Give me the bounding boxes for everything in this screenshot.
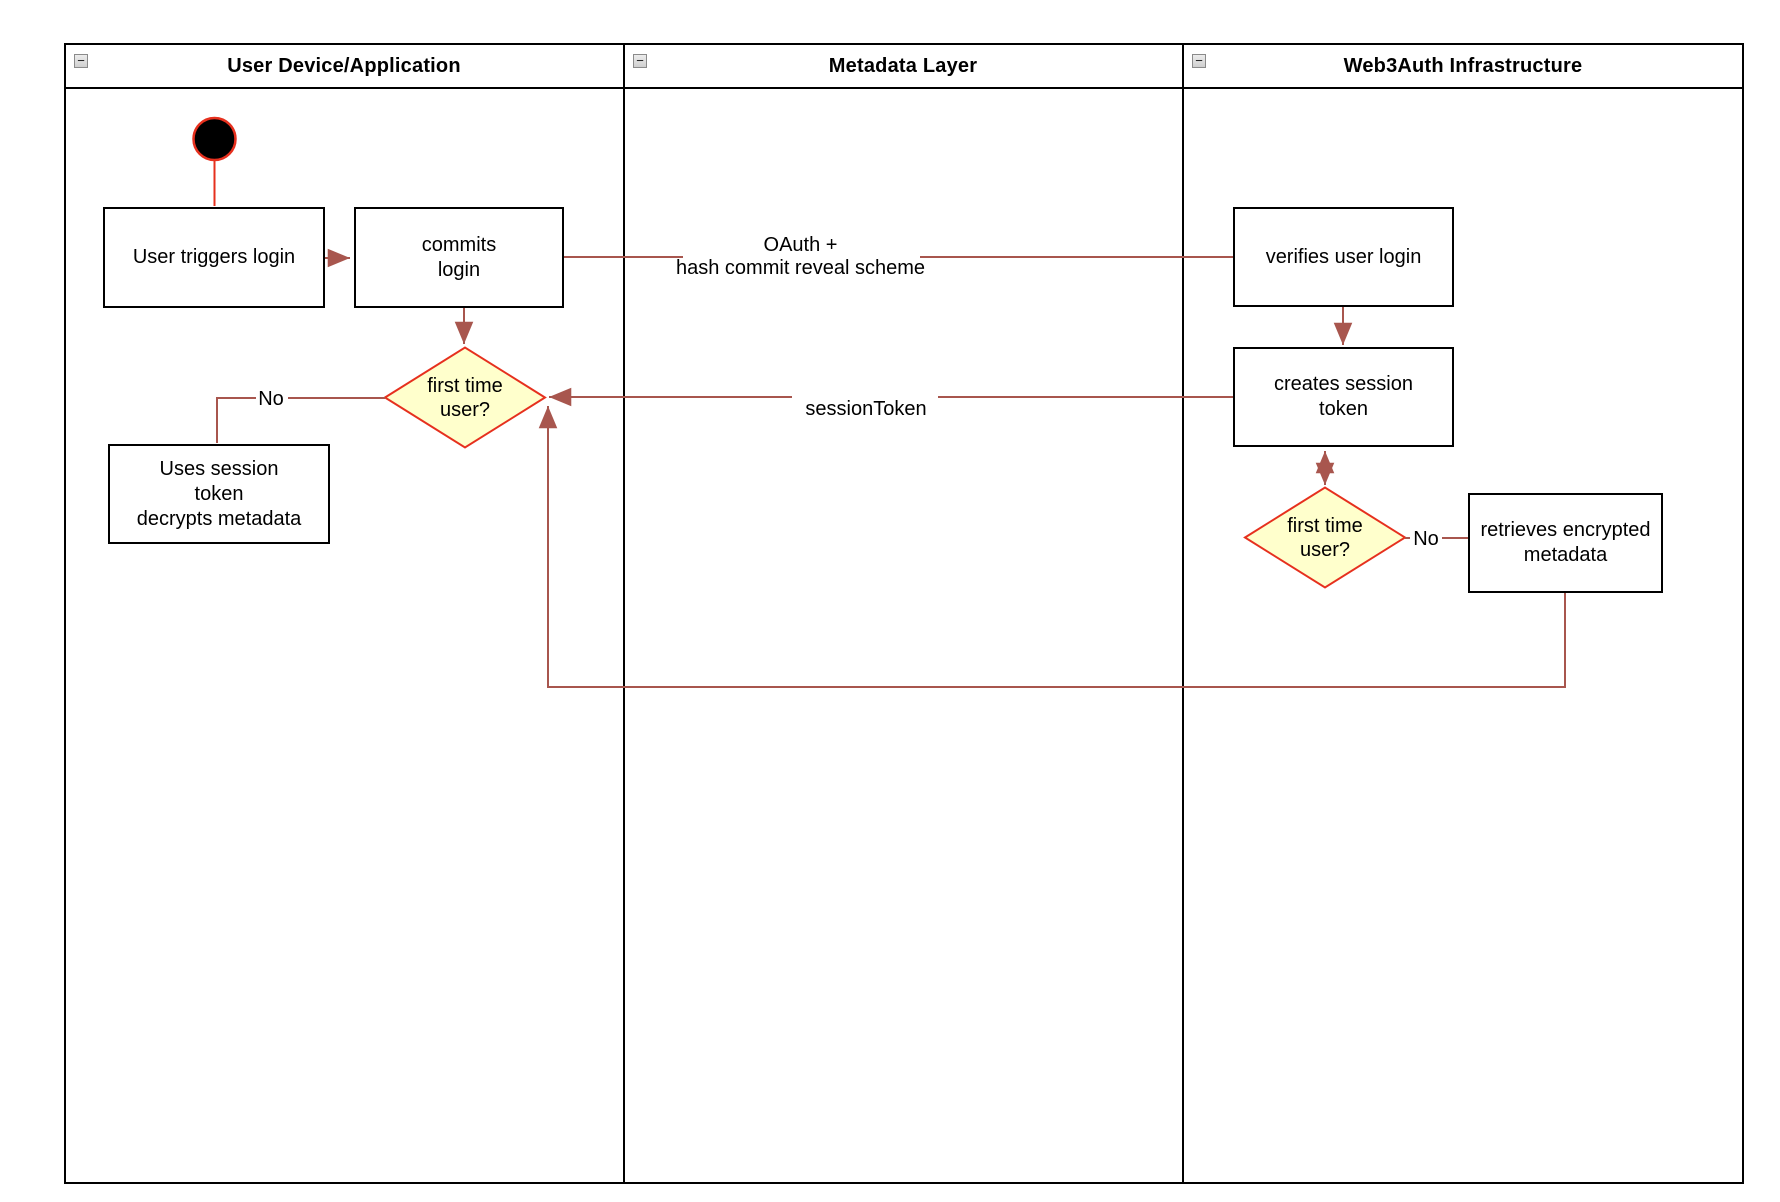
edge-label-no-right[interactable]: No: [1413, 528, 1439, 550]
lane-title-metadata-layer[interactable]: Metadata Layer: [828, 55, 978, 77]
node-creates-session-token[interactable]: creates session token: [1233, 347, 1454, 447]
collapse-icon-lane-1[interactable]: −: [74, 54, 88, 68]
decision-label-right[interactable]: first time user?: [1287, 515, 1363, 561]
lane-separator-2: [1182, 43, 1184, 1184]
edge-label-session-token[interactable]: sessionToken: [805, 398, 927, 420]
decision-label-left[interactable]: first time user?: [427, 375, 503, 421]
node-user-triggers-login[interactable]: User triggers login: [103, 207, 325, 308]
lane-title-user-device[interactable]: User Device/Application: [227, 55, 461, 77]
node-uses-session-token[interactable]: Uses session token decrypts metadata: [108, 444, 330, 544]
edge-label-oauth[interactable]: OAuth + hash commit reveal scheme: [676, 234, 925, 279]
node-verifies-user-login[interactable]: verifies user login: [1233, 207, 1454, 307]
node-retrieves-encrypted-metadata[interactable]: retrieves encrypted metadata: [1468, 493, 1663, 593]
collapse-icon-lane-2[interactable]: −: [633, 54, 647, 68]
lane-separator-1: [623, 43, 625, 1184]
collapse-icon-lane-3[interactable]: −: [1192, 54, 1206, 68]
header-separator: [64, 87, 1744, 89]
edge-label-no-left[interactable]: No: [258, 388, 284, 410]
node-commits-login[interactable]: commits login: [354, 207, 564, 308]
lane-title-web3auth[interactable]: Web3Auth Infrastructure: [1343, 55, 1583, 77]
